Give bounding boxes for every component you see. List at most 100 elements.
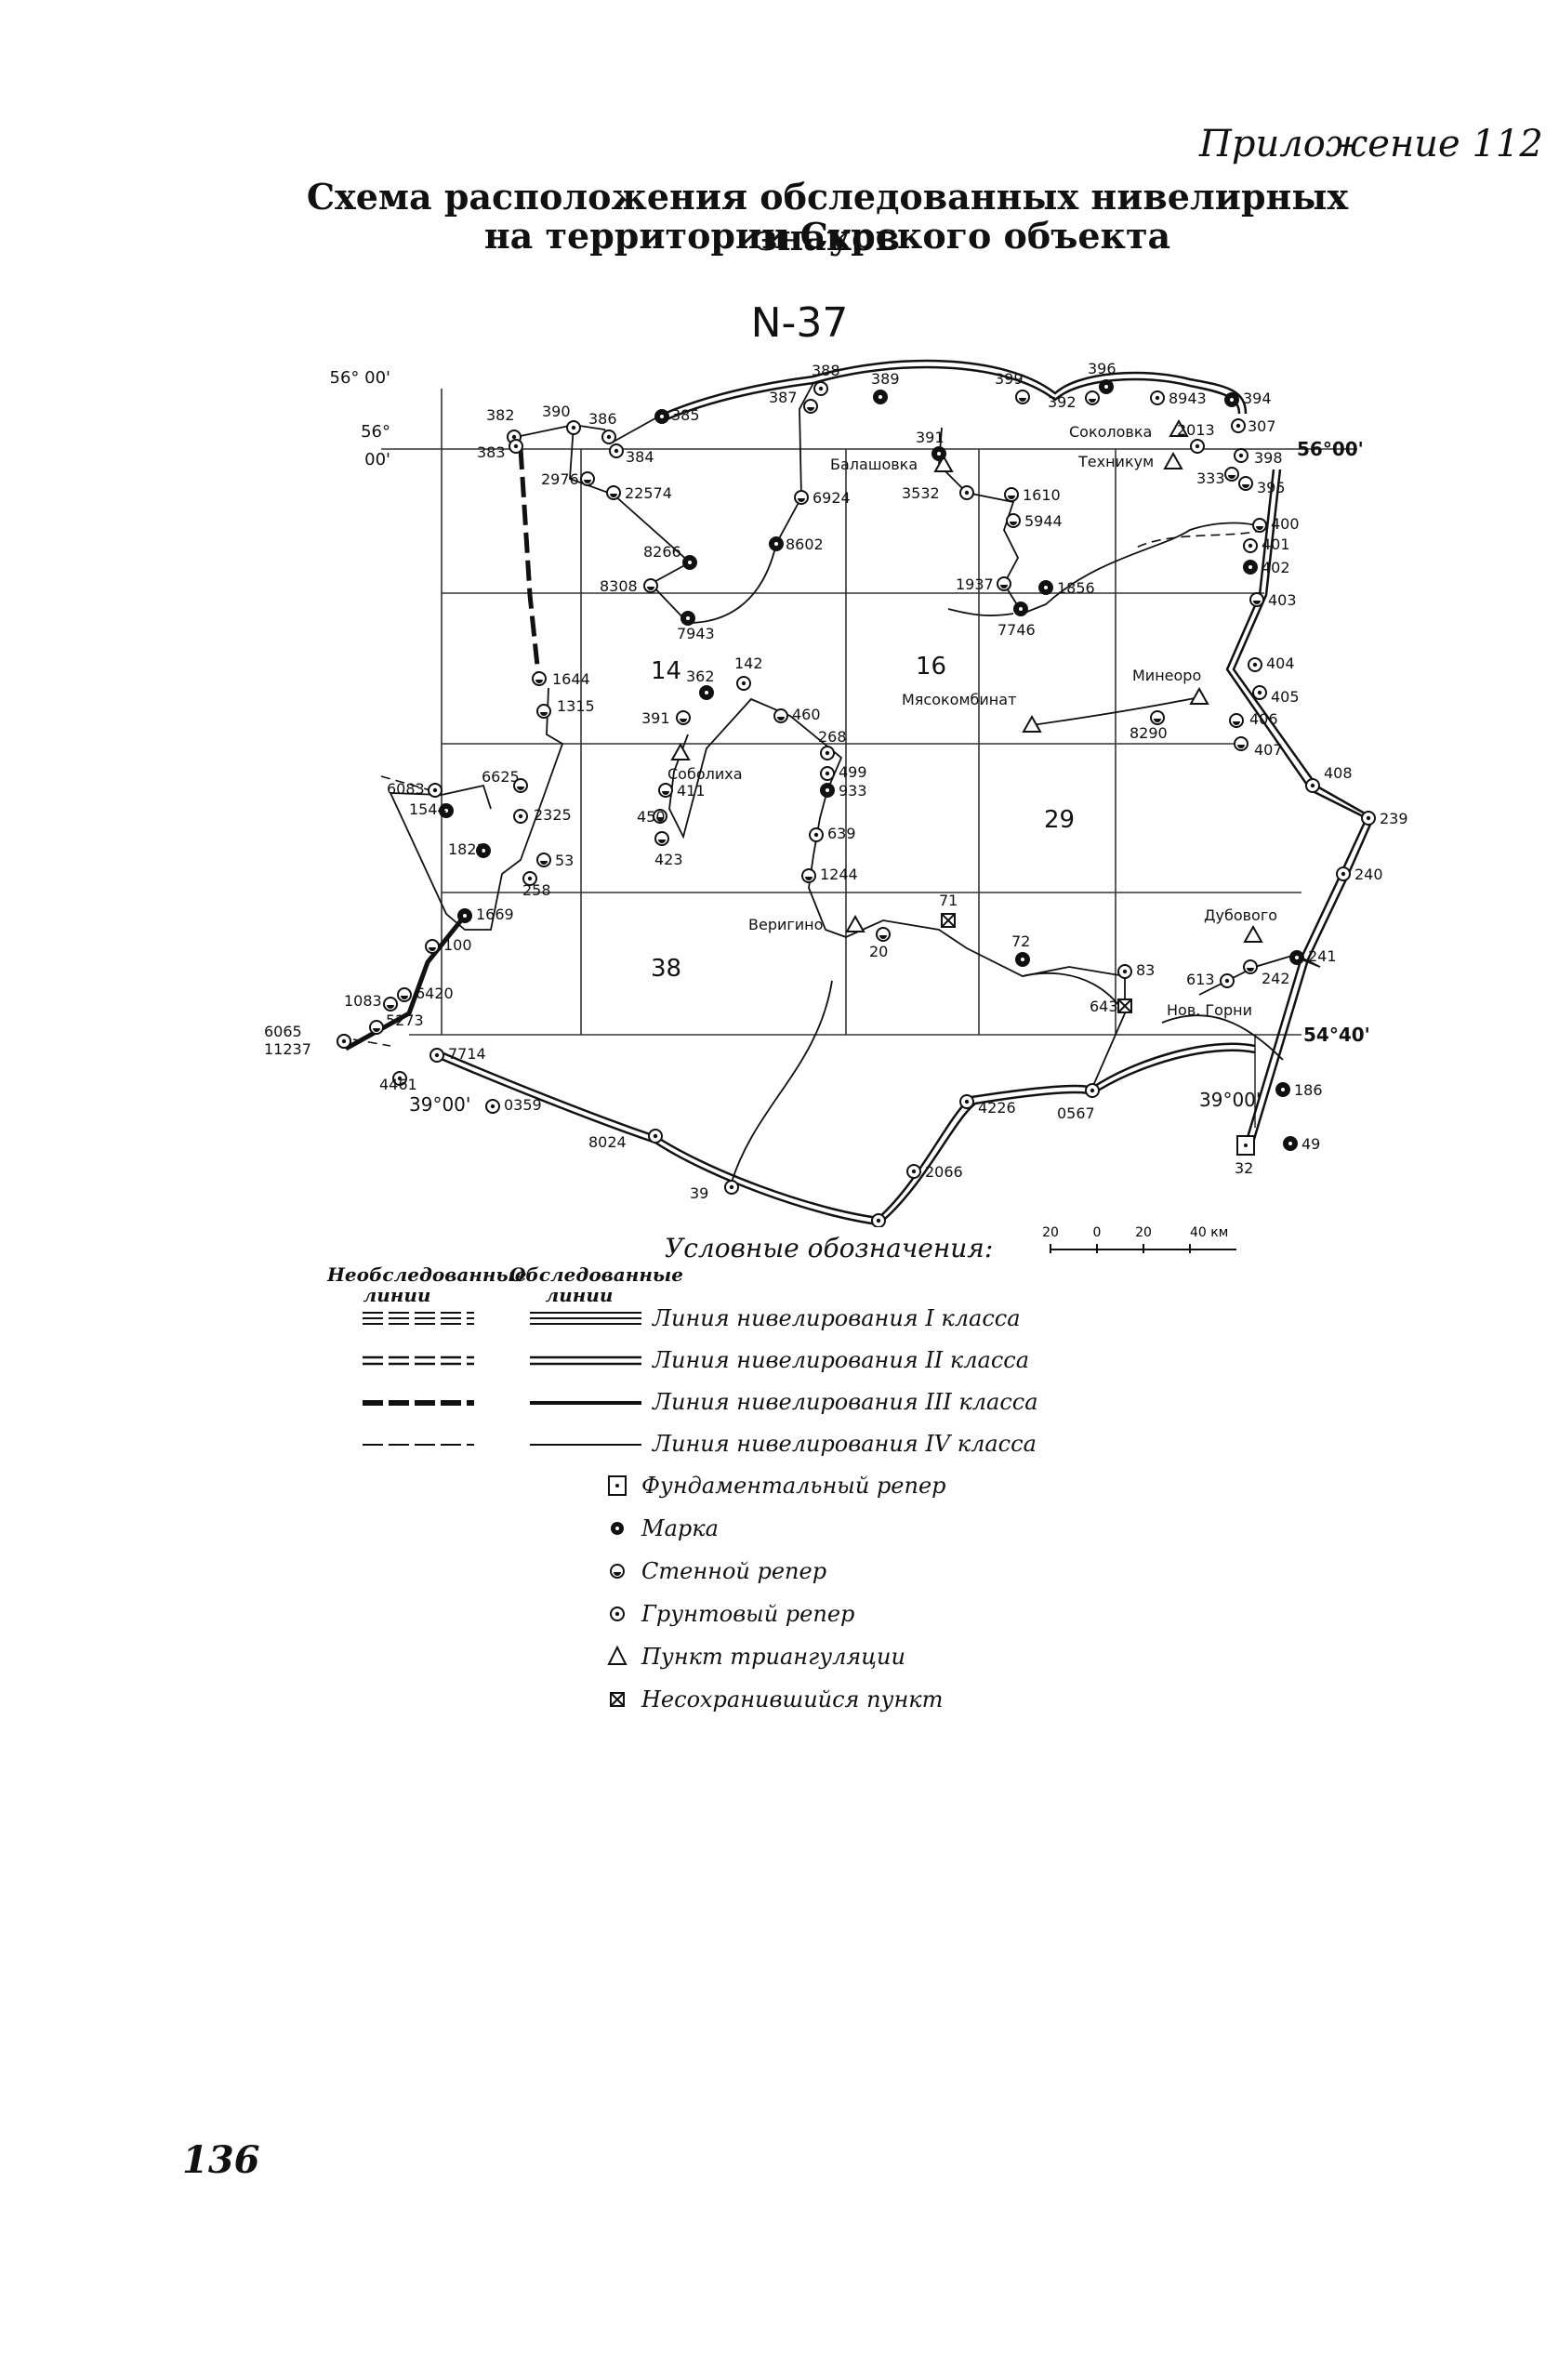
benchmark-label: 406	[1249, 710, 1278, 728]
wall-benchmark-icon	[1229, 713, 1244, 728]
soil-benchmark-icon	[1220, 973, 1235, 988]
place-label: Соколовка	[1069, 423, 1152, 441]
soil-benchmark-icon	[1117, 964, 1132, 979]
legend-symbol-fundamental: Фундаментальный репер	[604, 1469, 1255, 1506]
soil-benchmark-icon	[601, 430, 616, 444]
wall-benchmark-icon	[536, 704, 551, 719]
soil-benchmark-icon	[959, 485, 974, 500]
wall-benchmark-icon	[1252, 518, 1267, 533]
benchmark-label: 1315	[557, 697, 595, 715]
place-label: Мясокомбинат	[902, 691, 1016, 708]
soil-benchmark-icon	[1243, 538, 1258, 553]
benchmark-label: 186	[1294, 1081, 1323, 1099]
benchmark-label: 394	[1243, 390, 1272, 407]
place-label: Минеоро	[1132, 667, 1201, 684]
mark-icon	[654, 409, 669, 424]
leveling-lines-double	[436, 359, 1375, 1226]
triangulation-icon	[1164, 453, 1182, 469]
benchmark-label: 241	[1308, 947, 1337, 965]
benchmark-label: 11237	[264, 1040, 311, 1058]
benchmark-label: 1244	[820, 866, 858, 883]
wall-benchmark-icon	[536, 853, 551, 867]
benchmark-label: 72	[1011, 932, 1030, 950]
soil-benchmark-icon	[1336, 866, 1351, 881]
benchmark-label: 8308	[600, 577, 638, 595]
benchmark-label: 396	[1088, 360, 1116, 377]
benchmark-label: 385	[671, 406, 700, 424]
legend-line-class3: Линия нивелирования III класса	[363, 1385, 1199, 1422]
sheet-number: 16	[916, 653, 946, 681]
benchmark-label: 401	[1262, 536, 1290, 553]
benchmark-label: 389	[871, 370, 900, 388]
benchmark-label: 2325	[534, 806, 572, 824]
triangulation-icon	[1190, 688, 1209, 705]
legend-symbol-label: Стенной репер	[641, 1558, 827, 1584]
legend-line-label: Линия нивелирования II класса	[653, 1347, 1030, 1373]
lost-point-icon	[610, 1692, 625, 1707]
sheet-number: 38	[651, 955, 681, 983]
map-title-line1: Схема расположения обследованных нивелир…	[306, 176, 1349, 258]
legend-line-class1: Линия нивелирования I класса	[363, 1302, 1199, 1339]
benchmark-label: 6924	[813, 489, 851, 507]
wall-benchmark-icon	[610, 1564, 625, 1579]
soil-benchmark-icon	[337, 1034, 351, 1049]
wall-benchmark-icon	[1249, 592, 1264, 607]
wall-benchmark-icon	[425, 939, 440, 954]
benchmark-label: 32	[1235, 1159, 1253, 1177]
legend-symbol-label: Фундаментальный репер	[641, 1473, 946, 1499]
soil-benchmark-icon	[609, 443, 624, 458]
benchmark-label: 8943	[1169, 390, 1207, 407]
mark-icon	[680, 611, 695, 626]
benchmark-label: 142	[734, 654, 763, 672]
place-label: Соболиха	[667, 765, 743, 783]
lost-point-icon	[941, 913, 956, 928]
wall-benchmark-icon	[876, 927, 891, 942]
benchmark-label: 0567	[1057, 1104, 1095, 1122]
benchmark-label: 100	[443, 936, 472, 954]
benchmark-label: 388	[812, 362, 840, 379]
benchmark-label: 391	[641, 709, 670, 727]
triangulation-icon	[1244, 926, 1262, 943]
benchmark-map: N-37 56° 00' 56° 00' 56°00' 54°40' 39°00…	[264, 299, 1408, 1227]
benchmark-label: 268	[818, 728, 847, 746]
triangulation-icon	[671, 744, 690, 760]
wall-benchmark-icon	[1004, 487, 1019, 502]
lost-point-icon	[1117, 998, 1132, 1013]
mark-icon	[1015, 952, 1030, 967]
benchmark-label: 6625	[482, 768, 520, 786]
mark-icon	[1224, 392, 1239, 407]
coord-label: 00'	[364, 450, 390, 469]
wall-benchmark-icon	[1150, 710, 1165, 725]
sheet-number: 14	[651, 657, 681, 685]
soil-benchmark-icon	[566, 420, 581, 435]
page-number: 136	[182, 2138, 260, 2182]
benchmark-label: 402	[1262, 559, 1290, 576]
legend-col-unsurveyed: Необследованные линии	[327, 1263, 527, 1306]
benchmark-label: 398	[1254, 449, 1283, 467]
benchmark-label: 7943	[677, 625, 715, 642]
soil-benchmark-icon	[736, 676, 751, 691]
appendix-label: Приложение 112	[1199, 123, 1543, 165]
wall-benchmark-icon	[1085, 390, 1100, 405]
benchmark-label: 8602	[786, 536, 824, 553]
wall-benchmark-icon	[606, 485, 621, 500]
benchmark-label: 613	[1186, 971, 1215, 988]
benchmark-label: 362	[686, 668, 715, 685]
place-label: Веригино	[748, 916, 823, 933]
leveling-lines-bold	[344, 448, 542, 1051]
wall-benchmark-icon	[1006, 513, 1021, 528]
scale-bar: 20 0 20 40 км	[1042, 1225, 1236, 1253]
wall-benchmark-icon	[1015, 390, 1030, 404]
benchmark-label: 0359	[504, 1096, 542, 1114]
wall-benchmark-icon	[397, 987, 412, 1002]
mark-icon	[1013, 602, 1028, 616]
soil-benchmark-icon	[1190, 439, 1205, 454]
benchmark-label: 1821	[448, 840, 486, 858]
benchmark-label: 242	[1262, 970, 1290, 987]
mark-icon	[457, 908, 472, 923]
mark-icon	[682, 555, 697, 570]
benchmark-label: 333	[1196, 469, 1225, 487]
soil-benchmark-icon	[809, 827, 824, 842]
benchmark-label: 386	[588, 410, 617, 428]
benchmark-label: 6083	[387, 780, 425, 798]
